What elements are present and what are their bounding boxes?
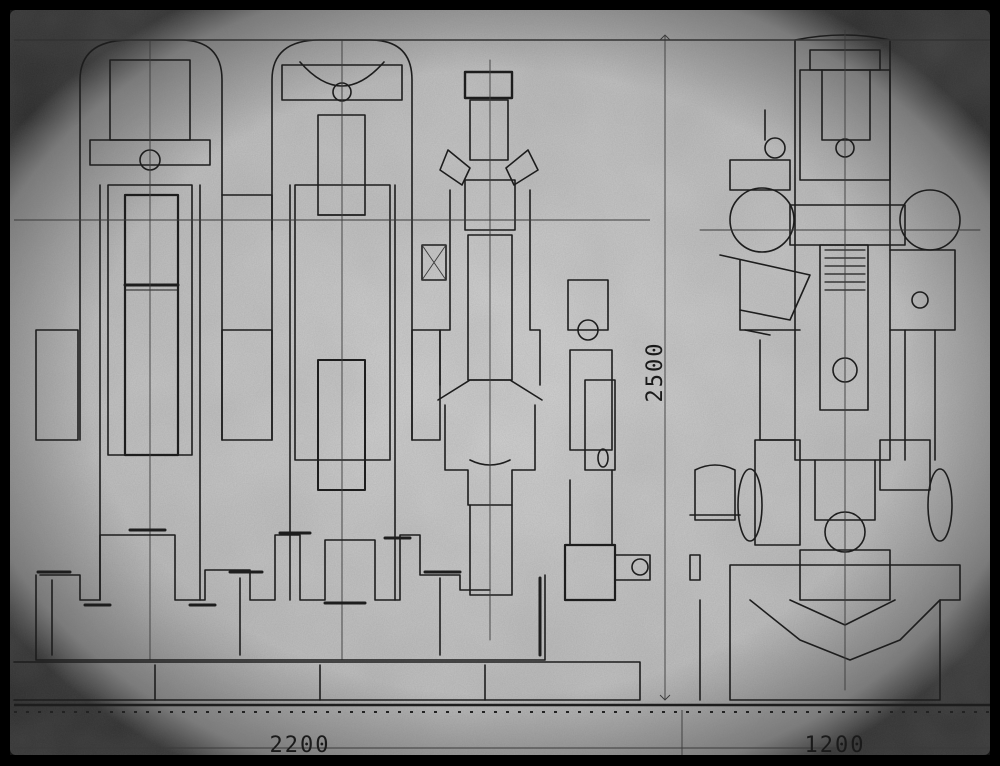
front-width-dimension-label: 2200: [270, 733, 331, 758]
height-dimension-label: 2500: [643, 342, 668, 403]
center-auxiliary-unit: [421, 59, 651, 641]
cylinder-two: [271, 39, 413, 661]
cylinder-one: [79, 39, 223, 661]
front-elevation-view: [13, 39, 641, 701]
side-width-dimension-label: 1200: [805, 733, 866, 758]
side-elevation-view: [689, 29, 981, 701]
dimension-lines: [14, 34, 990, 755]
